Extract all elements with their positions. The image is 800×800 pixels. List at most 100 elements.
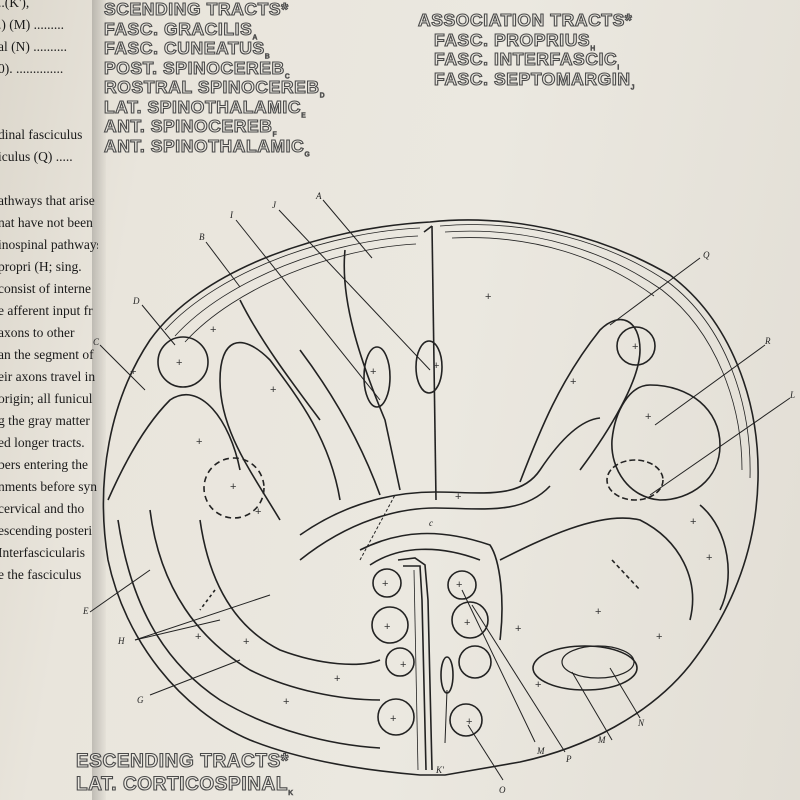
previous-page-line: al (N) .......... xyxy=(0,39,67,54)
previous-page-line: e afferent input fr xyxy=(0,303,93,318)
label-d: D xyxy=(132,296,140,306)
plus-mark: + xyxy=(466,716,472,728)
label-l: L xyxy=(789,390,795,400)
plus-mark: + xyxy=(433,360,439,372)
label-c: C xyxy=(93,337,100,347)
plus-mark: + xyxy=(243,636,249,648)
previous-page-line: consist of interne xyxy=(0,281,91,296)
previous-page-line: nments before syn xyxy=(0,479,97,494)
region-l xyxy=(606,459,664,501)
plus-mark: + xyxy=(656,631,662,643)
plus-mark: + xyxy=(270,384,276,396)
previous-page-text: ..(K'),.) (M) .........al (N) ..........… xyxy=(0,0,98,586)
previous-page-line: g the gray matter xyxy=(0,413,90,428)
previous-page-line: ..(K'), xyxy=(0,0,30,10)
ascending-tracts-list: SCENDING TRACTS* FASC. GRACILISA FASC. C… xyxy=(103,0,326,158)
tract-c: POST. SPINOCEREBC xyxy=(103,57,291,80)
plus-mark: + xyxy=(370,366,376,378)
tract-j: FASC. SEPTOMARGINJ xyxy=(433,68,636,91)
ventral-horn-right xyxy=(499,517,694,621)
association-tracts-list: ASSOCIATION TRACTS* FASC. PROPRIUSH FASC… xyxy=(417,10,636,91)
plus-mark: + xyxy=(456,579,462,591)
tract-f: ANT. SPINOCEREBF xyxy=(103,116,278,139)
previous-page-line: inospinal pathways xyxy=(0,237,98,252)
label-q: Q xyxy=(703,250,710,260)
plus-mark: + xyxy=(176,357,182,369)
interfascicular-oval xyxy=(415,340,443,394)
previous-page-line: propri (H; sing. xyxy=(0,259,82,274)
plus-mark: + xyxy=(255,506,261,518)
label-m-1: M xyxy=(536,746,545,756)
posterior-median-septum xyxy=(431,225,437,501)
previous-page-line: bers entering the xyxy=(0,457,88,472)
previous-page-line: cervical and tho xyxy=(0,501,85,516)
plus-mark: + xyxy=(390,713,396,725)
tract-i: FASC. INTERFASCICI xyxy=(433,49,620,72)
anterior-median-fissure xyxy=(397,557,433,771)
plus-mark: + xyxy=(210,324,216,336)
association-tracts-heading: ASSOCIATION TRACTS* xyxy=(417,10,633,30)
plus-mark: + xyxy=(595,606,601,618)
plus-mark: + xyxy=(334,673,340,685)
label-p: P xyxy=(565,754,572,764)
plus-mark: + xyxy=(130,366,136,378)
page-fold-shadow xyxy=(92,0,106,800)
previous-page-line: e the fasciculus xyxy=(0,567,82,582)
plus-mark: + xyxy=(690,516,696,528)
plus-mark: + xyxy=(382,578,388,590)
previous-page-line: 0). .............. xyxy=(0,61,64,76)
left-dashed-circle xyxy=(203,457,265,519)
label-j: J xyxy=(272,200,277,210)
previous-page-line: an the segment of xyxy=(0,347,94,362)
plus-mark: + xyxy=(195,631,201,643)
plus-mark: + xyxy=(570,376,576,388)
label-n: N xyxy=(637,718,645,728)
label-o: O xyxy=(499,785,506,795)
label-g: G xyxy=(137,695,144,705)
septomarginal-oval xyxy=(363,346,391,408)
previous-page-line: axons to other xyxy=(0,325,75,340)
previous-page-line: athways that arise xyxy=(0,193,95,208)
plus-mark: + xyxy=(632,341,638,353)
label-central-canal: c xyxy=(429,518,433,528)
region-r xyxy=(611,384,721,501)
label-r: R xyxy=(764,336,771,346)
ascending-tracts-heading: SCENDING TRACTS* xyxy=(103,0,289,19)
tract-b: FASC. CUNEATUSB xyxy=(103,38,271,61)
previous-page-line: Interfascicularis xyxy=(0,545,85,560)
descending-tracts-list: ESCENDING TRACTS* LAT. CORTICOSPINALK xyxy=(75,750,294,800)
dorsal-horn-right xyxy=(519,318,641,483)
plus-mark: + xyxy=(455,491,461,503)
rostral-spinocereb-circle xyxy=(157,336,209,388)
plus-mark: + xyxy=(706,552,712,564)
label-m-2: M xyxy=(597,735,606,745)
gray-commissure xyxy=(299,417,601,536)
plus-mark: + xyxy=(485,291,491,303)
previous-page-line: origin; all funicul xyxy=(0,391,93,406)
dorsal-horn-left xyxy=(219,341,341,521)
tract-g: ANT. SPINOTHALAMICG xyxy=(103,135,311,158)
plus-mark: + xyxy=(464,617,470,629)
plus-mark: + xyxy=(196,436,202,448)
plus-mark: + xyxy=(384,621,390,633)
tract-k: LAT. CORTICOSPINALK xyxy=(75,773,294,797)
previous-page-line: ed longer tracts. xyxy=(0,435,85,450)
previous-page-line: iculus (Q) ..... xyxy=(0,149,73,164)
tract-d: ROSTRAL SPINOCEREBD xyxy=(103,77,326,100)
label-k-prime: K' xyxy=(435,765,445,775)
label-h: H xyxy=(117,636,125,646)
previous-page-line: eir axons travel in xyxy=(0,369,96,384)
label-b: B xyxy=(199,232,205,242)
plus-mark: + xyxy=(645,411,651,423)
label-a: A xyxy=(315,191,322,201)
label-e: E xyxy=(82,606,89,616)
tract-a: FASC. GRACILISA xyxy=(103,18,259,41)
plus-mark: + xyxy=(400,659,406,671)
plus-mark: + xyxy=(515,623,521,635)
previous-page-line: escending posteri xyxy=(0,523,93,538)
oval-m xyxy=(532,645,638,691)
oval-n xyxy=(561,645,635,679)
plus-mark: + xyxy=(535,679,541,691)
tract-e: LAT. SPINOTHALAMICE xyxy=(103,96,307,119)
